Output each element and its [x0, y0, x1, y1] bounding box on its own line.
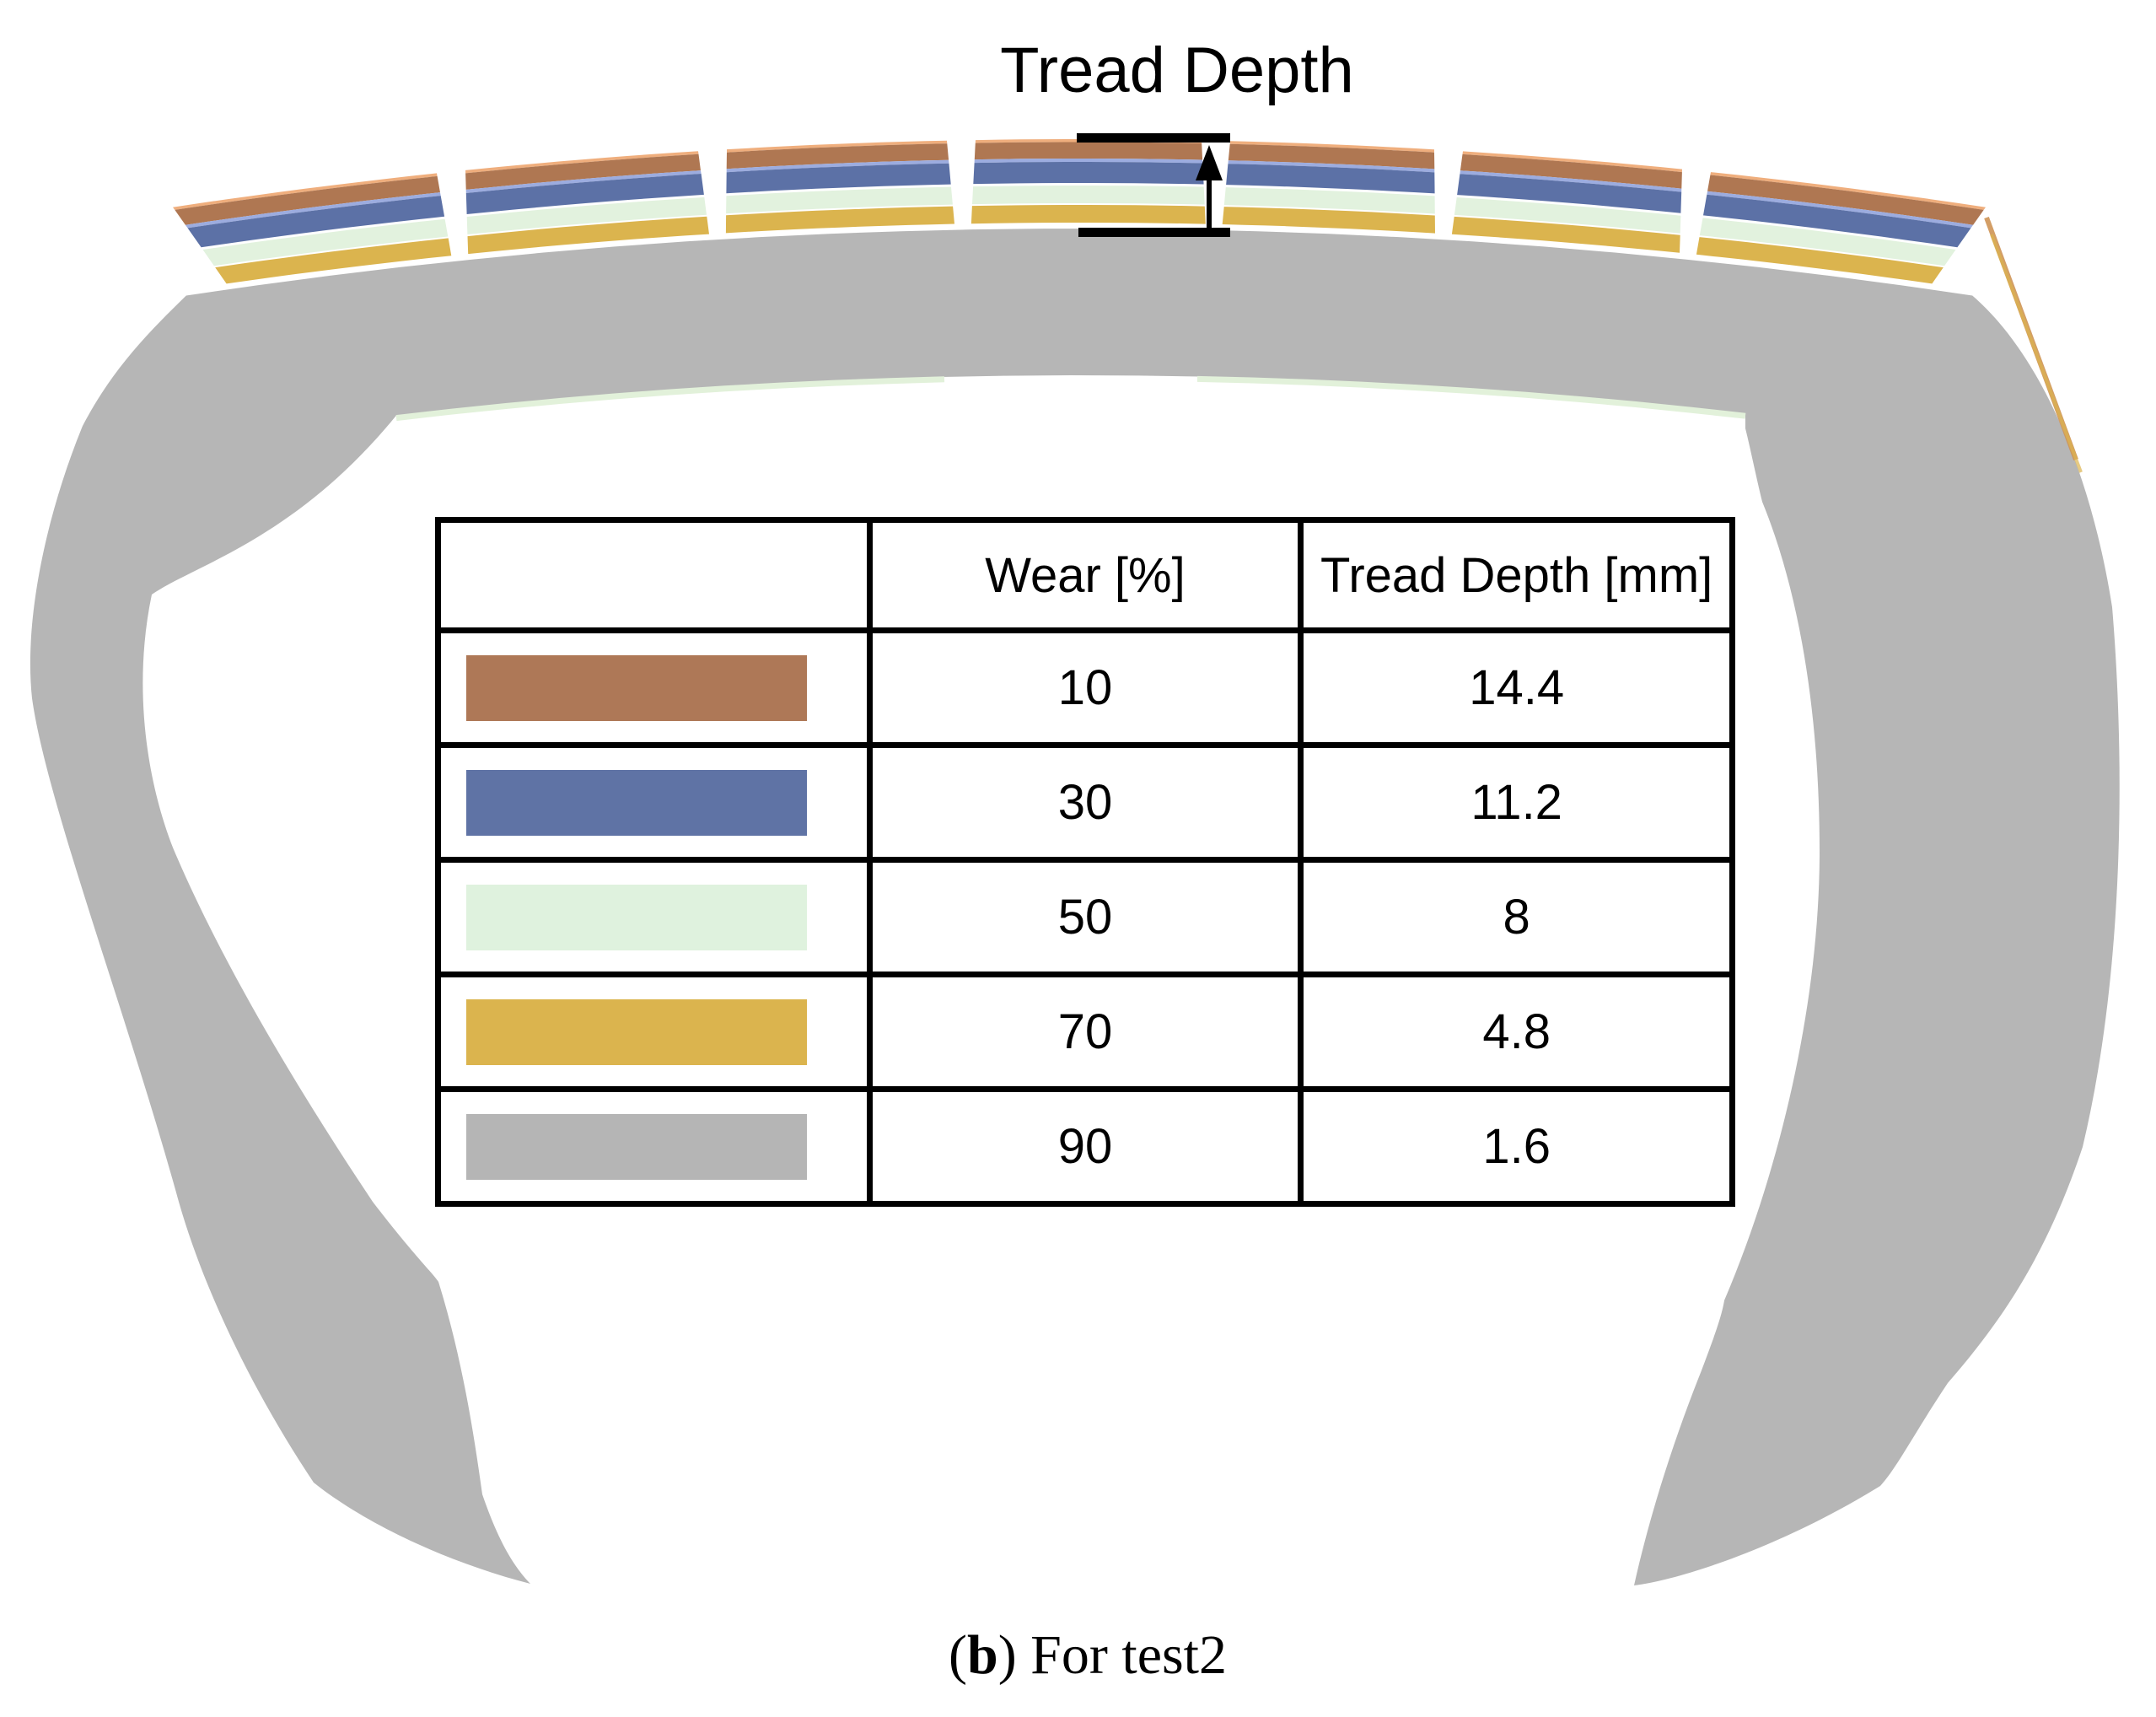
table-row: 30 11.2 — [435, 742, 1735, 863]
legend-swatch-wear-70 — [466, 998, 807, 1065]
caption-text: ) For test2 — [997, 1624, 1228, 1686]
table-header-row: Wear [%] Tread Depth [mm] — [435, 517, 1735, 633]
depth-value: 4.8 — [1298, 972, 1735, 1092]
table-row: 50 8 — [435, 857, 1735, 977]
caption-label: b — [966, 1624, 998, 1686]
figure-title: Tread Depth — [1000, 35, 1354, 106]
wear-column-header: Wear [%] — [866, 517, 1304, 633]
legend-cell — [435, 972, 873, 1092]
wear-value: 90 — [866, 1086, 1304, 1207]
legend-table-container: Wear [%] Tread Depth [mm] 10 14.4 30 11.… — [435, 517, 1735, 1207]
tread-depth-dimension-marker — [1077, 133, 1230, 237]
wear-value: 70 — [866, 972, 1304, 1092]
depth-value: 8 — [1298, 857, 1735, 977]
tire-body — [30, 229, 2120, 1586]
depth-column-header: Tread Depth [mm] — [1298, 517, 1735, 633]
swatch-column-header — [435, 517, 873, 633]
legend-swatch-wear-90 — [466, 1113, 807, 1180]
table-row: 70 4.8 — [435, 972, 1735, 1092]
legend-swatch-wear-50 — [466, 884, 807, 950]
wear-value: 10 — [866, 627, 1304, 748]
legend-cell — [435, 742, 873, 863]
legend-swatch-wear-10 — [466, 654, 807, 721]
table-row: 10 14.4 — [435, 627, 1735, 748]
caption-paren-open: ( — [948, 1624, 967, 1686]
legend-swatch-wear-30 — [466, 769, 807, 836]
wear-value: 30 — [866, 742, 1304, 863]
table-row: 90 1.6 — [435, 1086, 1735, 1207]
depth-value: 1.6 — [1298, 1086, 1735, 1207]
wear-table: Wear [%] Tread Depth [mm] 10 14.4 30 11.… — [435, 517, 1735, 1207]
legend-cell — [435, 857, 873, 977]
figure-caption: (b) For test2 — [949, 1623, 1227, 1687]
depth-value: 14.4 — [1298, 627, 1735, 748]
tread-wear-layer-blocks — [173, 139, 1986, 284]
depth-value: 11.2 — [1298, 742, 1735, 863]
legend-cell — [435, 1086, 873, 1207]
wear-value: 50 — [866, 857, 1304, 977]
shoulder-stripe — [1984, 216, 2083, 473]
legend-cell — [435, 627, 873, 748]
cavity-tint-line — [395, 375, 1746, 422]
